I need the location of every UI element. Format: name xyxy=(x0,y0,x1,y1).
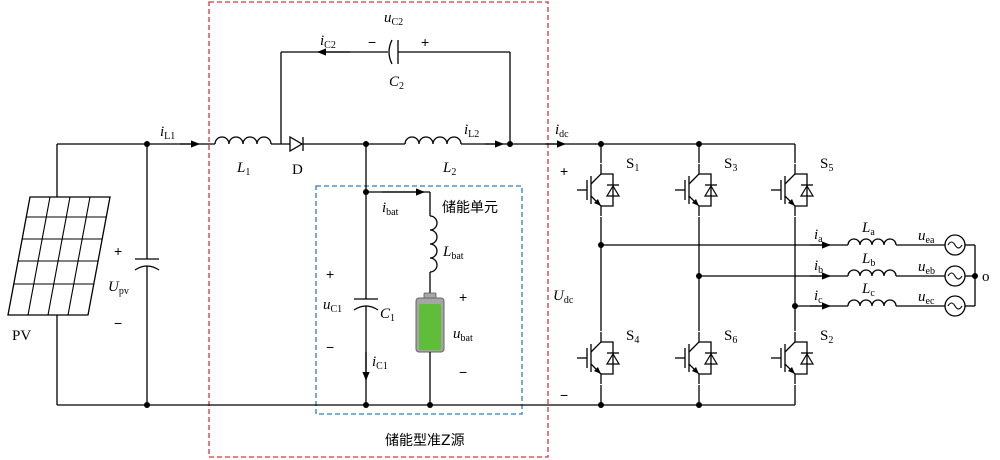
la-label: La xyxy=(861,220,875,238)
s3-label: S3 xyxy=(724,156,737,174)
ic-label: ic xyxy=(814,288,823,306)
junction-dot xyxy=(427,402,433,408)
pv-label: PV xyxy=(12,328,31,344)
upv-label: Upv xyxy=(108,279,129,297)
c1-label: C1 xyxy=(380,306,395,324)
pv-panel xyxy=(7,196,111,316)
junction-dot xyxy=(696,141,702,147)
il2-label: iL2 xyxy=(464,122,479,140)
s6-label: S6 xyxy=(724,328,737,346)
uc2-plus: + xyxy=(421,34,429,50)
inductor-l2 xyxy=(404,136,462,145)
ia-label: ia xyxy=(814,227,823,245)
ubat-minus: − xyxy=(459,364,467,380)
storage-unit-boundary xyxy=(315,185,523,415)
udc-label: Udc xyxy=(553,288,574,306)
ubat-label: ubat xyxy=(453,326,473,344)
junction-dot xyxy=(598,141,604,147)
lbat-label: Lbat xyxy=(442,244,464,262)
neutral-dot xyxy=(972,273,978,279)
uc1-plus: + xyxy=(326,266,334,282)
junction-dot xyxy=(507,141,513,147)
ic1-label: iC1 xyxy=(372,354,388,372)
igbt-s3 xyxy=(675,163,719,217)
inductor-la xyxy=(847,238,897,246)
upv-plus: + xyxy=(114,243,122,259)
c2-label: C2 xyxy=(389,74,404,92)
s1-label: S1 xyxy=(626,156,639,174)
storage-unit-label: 储能单元 xyxy=(442,200,498,216)
lc-label: Lc xyxy=(861,281,875,299)
uec-label: uec xyxy=(918,289,935,307)
junction-dot xyxy=(363,402,369,408)
igbt-s2 xyxy=(771,331,815,385)
grid-source-a xyxy=(944,234,966,256)
s5-label: S5 xyxy=(820,156,833,174)
s2-label: S2 xyxy=(820,328,833,346)
junction-dot xyxy=(696,402,702,408)
junction-dot xyxy=(696,273,702,279)
l2-label: L2 xyxy=(442,160,456,178)
idc-label: idc xyxy=(555,122,569,140)
junction-dot xyxy=(144,402,150,408)
pv-capacitor xyxy=(134,144,160,405)
quasi-z-source-boundary xyxy=(208,1,549,458)
uea-label: uea xyxy=(918,228,935,246)
junction-dot xyxy=(598,242,604,248)
ic2-label: iC2 xyxy=(320,33,336,51)
uc2-label: uC2 xyxy=(384,10,403,28)
inductor-lbat xyxy=(429,215,438,273)
inductor-lc xyxy=(847,299,897,307)
capacitor-c2 xyxy=(388,39,399,65)
diode-label: D xyxy=(292,162,303,178)
grid-source-b xyxy=(944,265,966,287)
uc2-minus: − xyxy=(368,34,376,50)
igbt-s6 xyxy=(675,331,719,385)
ueb-label: ueb xyxy=(918,259,935,277)
lb-label: Lb xyxy=(861,251,875,269)
battery xyxy=(415,292,445,353)
ib-label: ib xyxy=(814,258,823,276)
igbt-switches xyxy=(577,163,815,385)
s4-label: S4 xyxy=(626,328,639,346)
diode-d xyxy=(289,135,304,153)
uc1-minus: − xyxy=(326,339,334,355)
inductor-l1 xyxy=(214,136,272,145)
il1-label: iL1 xyxy=(160,124,175,142)
uc1-label: uC1 xyxy=(323,297,342,315)
junction-dot xyxy=(792,303,798,309)
igbt-s1 xyxy=(577,163,621,217)
neutral-o-label: o xyxy=(982,269,990,285)
igbt-s4 xyxy=(577,331,621,385)
quasi-z-source-label: 储能型准Z源 xyxy=(385,433,465,449)
l1-label: L1 xyxy=(236,160,250,178)
ubat-plus: + xyxy=(459,289,467,305)
junction-dot xyxy=(598,402,604,408)
grid-source-c xyxy=(944,295,966,317)
ibat-label: ibat xyxy=(382,200,399,218)
udc-plus: + xyxy=(560,163,568,179)
junction-dot xyxy=(144,141,150,147)
udc-minus: − xyxy=(560,387,568,403)
igbt-s5 xyxy=(771,163,815,217)
upv-minus: − xyxy=(114,315,122,331)
inductor-lb xyxy=(847,269,897,277)
